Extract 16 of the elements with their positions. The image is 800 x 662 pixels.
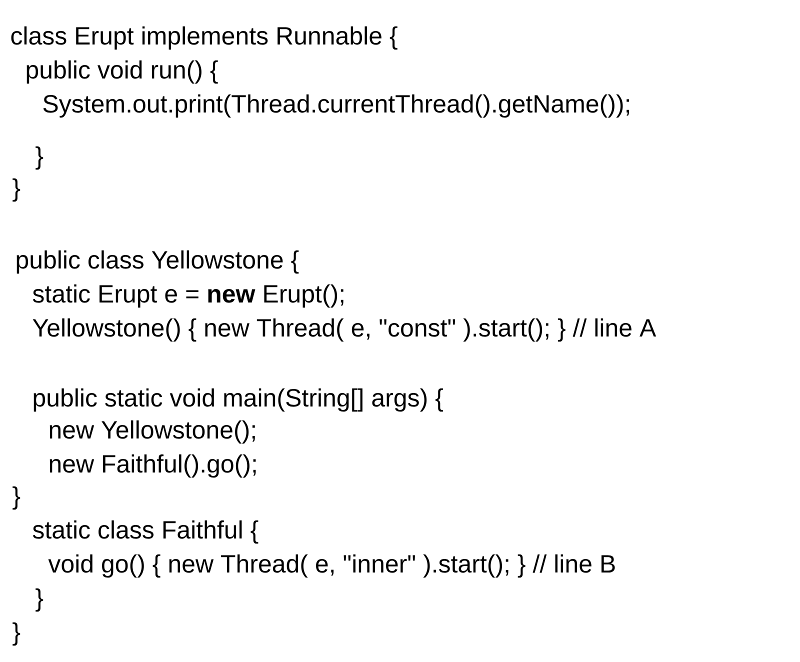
code-line: } xyxy=(12,178,20,202)
code-line: new Yellowstone(); xyxy=(50,420,255,444)
code-line: } xyxy=(12,622,20,646)
code-line: public class Yellowstone { xyxy=(16,250,299,274)
code-line: static class Faithful { xyxy=(32,520,258,544)
code-line: } xyxy=(12,486,20,510)
code-line: public void run() { xyxy=(26,60,218,84)
code-line: class Erupt implements Runnable { xyxy=(11,26,398,50)
code-line: System.out.print(Thread.currentThread().getName()); xyxy=(43,94,629,118)
code-line: new Faithful().go(); xyxy=(50,454,256,478)
code-line: } xyxy=(36,146,44,170)
code-line: void go() { new Thread( e, "inner" ).start(); } // line B xyxy=(48,554,615,578)
code-line: public static void main(String[] args) { xyxy=(34,388,443,412)
code-line: } xyxy=(36,588,44,612)
code-line: static Erupt e = new Erupt(); xyxy=(32,284,344,308)
code-line: Yellowstone() { new Thread( e, "const" ).start(); } // line A xyxy=(32,318,656,342)
